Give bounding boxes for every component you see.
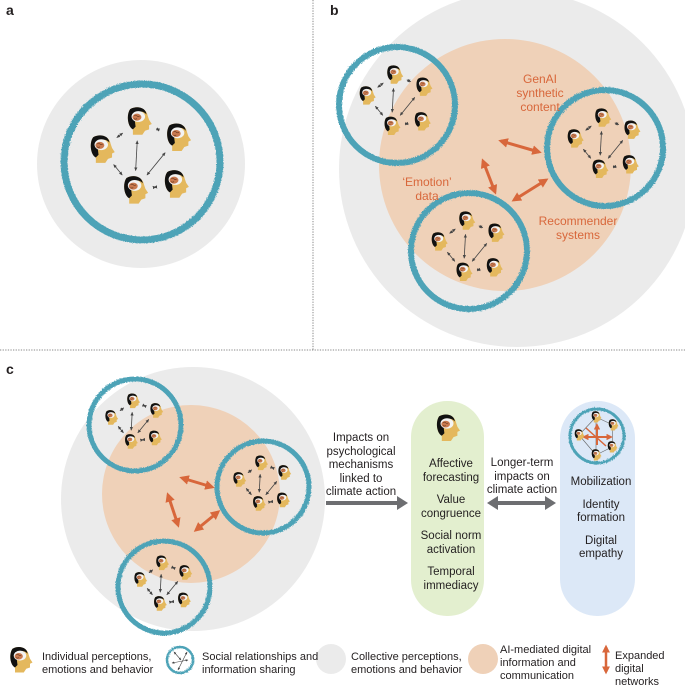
gray-circle-icon: [316, 644, 346, 674]
legend-item-expanded: Expanded digital networks: [615, 650, 685, 689]
panel-a-label: a: [6, 2, 14, 18]
legend-item-individual: Individual perceptions, emotions and beh…: [42, 651, 153, 677]
panel-c-label: c: [6, 361, 14, 377]
mechanisms-list: Affective forecasting Value congruence S…: [412, 458, 490, 593]
social-network-icon: [167, 647, 193, 673]
outcome-mobilization: Mobilization: [562, 476, 640, 490]
legend-text: Collective perceptions, emotions and beh…: [351, 651, 462, 677]
mechanism-social-norm-activation: Social norm activation: [412, 530, 490, 557]
relationship-arrow: [178, 652, 187, 670]
legend-item-ai-mediated: AI-mediated digital information and comm…: [500, 644, 591, 683]
outcome-digital-empathy: Digital empathy: [562, 535, 640, 562]
panel-b-label: b: [330, 2, 339, 18]
legend-text: Social relationships and information sha…: [202, 651, 318, 677]
psych-impacts-label: Impacts on psychological mechanisms link…: [318, 432, 404, 500]
legend-text: Expanded digital networks: [615, 650, 685, 689]
legend-text: AI-mediated digital information and comm…: [500, 644, 591, 683]
legend-text: Individual perceptions, emotions and beh…: [42, 651, 153, 677]
legend-item-social: Social relationships and information sha…: [202, 651, 318, 677]
mechanism-affective-forecasting: Affective forecasting: [412, 458, 490, 485]
peach-circle-icon: [468, 644, 498, 674]
outcomes-list: Mobilization Identity formation Digital …: [562, 476, 640, 562]
longer-term-impacts-label: Longer-term impacts on climate action: [482, 457, 562, 498]
longer-term-arrow: [487, 496, 556, 510]
genai-content-label: GenAI synthetic content: [500, 72, 580, 114]
mechanism-value-congruence: Value congruence: [412, 494, 490, 521]
legend-item-collective: Collective perceptions, emotions and beh…: [351, 651, 462, 677]
recommender-systems-label: Recommender systems: [528, 214, 628, 242]
emotion-data-label: ‘Emotion’ data: [392, 175, 462, 203]
outcome-identity-formation: Identity formation: [562, 499, 640, 526]
head-brain-icon: [10, 647, 32, 673]
relationship-arrow: [174, 652, 181, 660]
arrow-head: [545, 496, 556, 510]
mechanism-temporal-immediacy: Temporal immediacy: [412, 566, 490, 593]
relationship-arrow: [172, 660, 188, 663]
